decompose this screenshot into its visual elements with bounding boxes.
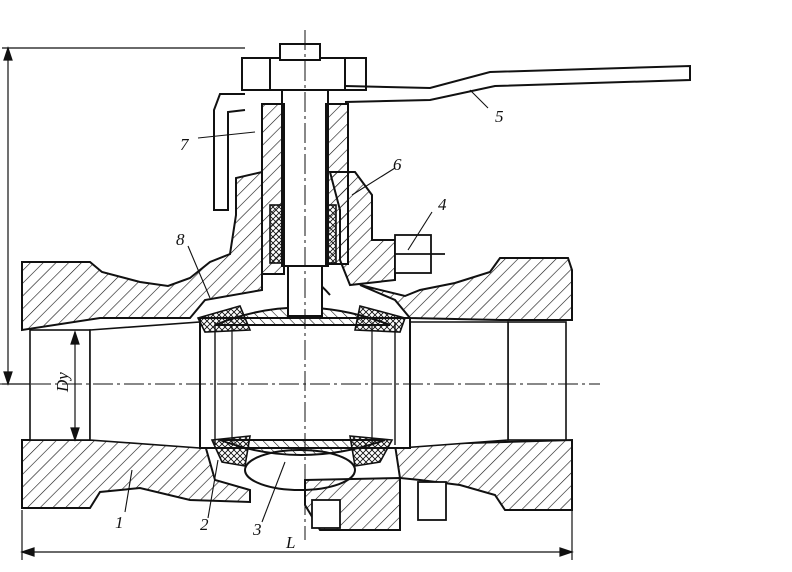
center-lines (0, 30, 600, 540)
bore-diameter-label: Dу (53, 372, 72, 393)
callout-handle: 5 (495, 107, 504, 126)
callout-body: 1 (115, 513, 124, 532)
dimension-lines (2, 46, 574, 560)
callout-seat-ring: 2 (200, 515, 209, 534)
overall-length-label: L (285, 533, 295, 552)
callout-plug: 3 (252, 520, 262, 539)
callout-packing: 6 (393, 155, 402, 174)
callout-upper-seat: 8 (176, 230, 185, 249)
callout-cover-bolt: 4 (438, 195, 447, 214)
flow-bore (29, 321, 567, 449)
callout-gland: 7 (180, 135, 190, 154)
handle-lever (213, 64, 691, 211)
gland-nut (241, 43, 367, 91)
leader-lines (124, 89, 489, 523)
